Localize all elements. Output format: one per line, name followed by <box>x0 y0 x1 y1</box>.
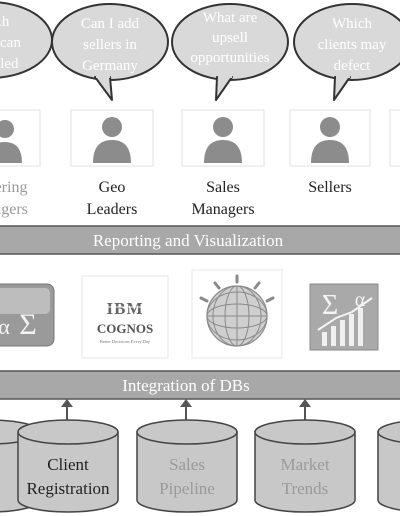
cognos-logo-text: COGNOS <box>97 321 153 336</box>
bubble-line: ...s can <box>0 35 21 51</box>
speech-bubble-3: What are upsell opportunities <box>171 3 289 101</box>
svg-text:Σ: Σ <box>322 290 338 321</box>
database-label: Pipeline <box>159 479 215 498</box>
database-cylinder-4: Market Trends <box>254 419 356 513</box>
database-cylinder-2: Client Registration <box>17 419 119 513</box>
bubble-line: defect <box>334 58 371 74</box>
bubble-line: What are <box>203 10 258 26</box>
bubble-line: ...dled <box>0 56 19 72</box>
up-arrow <box>299 399 311 420</box>
database-label: Market <box>280 455 329 474</box>
sigma-alpha-icon: Σ α <box>0 283 55 347</box>
person-icon <box>311 117 349 163</box>
database-label: Client <box>47 455 89 474</box>
reporting-bar: Reporting and Visualization <box>0 225 400 255</box>
databases: Client Registration Sales Pipeline Marke… <box>0 419 400 513</box>
up-arrow <box>61 399 73 420</box>
speech-bubble-2: Can I add sellers in Germany <box>51 3 169 101</box>
database-label: Registration <box>26 479 110 498</box>
tool-logos: Σ α IBM COGNOS Better Decisions Every Da… <box>0 269 379 359</box>
globe-wireframe-icon <box>191 269 283 359</box>
user-role-label: Geo <box>99 179 126 196</box>
database-label: Trends <box>282 479 329 498</box>
question-bubbles: ...h ...s can ...dled Can I add sellers … <box>0 1 400 101</box>
user-box-1 <box>0 109 41 167</box>
bubble-line: Which <box>332 16 372 32</box>
up-arrow <box>180 399 192 420</box>
person-icon <box>0 120 22 163</box>
svg-text:α: α <box>0 314 10 339</box>
bubble-line: Germany <box>82 58 138 74</box>
user-role-label: Sales <box>206 179 240 196</box>
person-icon <box>204 117 242 163</box>
user-box-4 <box>289 109 371 167</box>
user-role-label: ...agers <box>0 201 28 218</box>
database-cylinder-3: Sales Pipeline <box>136 419 238 513</box>
user-role-label: Managers <box>191 201 254 218</box>
svg-text:α: α <box>355 289 366 311</box>
user-role-label: ...ering <box>0 179 27 196</box>
speech-bubble-1: ...h ...s can ...dled <box>0 1 53 79</box>
bubble-line: clients may <box>318 37 387 53</box>
bubble-line: opportunities <box>190 50 269 66</box>
ibm-cognos-logo: IBM COGNOS Better Decisions Every Day <box>81 275 169 359</box>
database-label: Sales <box>169 455 205 474</box>
bubble-line: sellers in <box>83 37 137 53</box>
integration-bar: Integration of DBs <box>0 370 400 400</box>
integration-bar-label: Integration of DBs <box>122 376 249 395</box>
sigma-alpha-chart-icon: Σ α <box>309 283 379 351</box>
bubble-line: Can I add <box>81 16 140 32</box>
user-roles: ...ering ...agers Geo Leaders Sales Mana… <box>0 109 400 218</box>
user-box-2 <box>70 109 154 167</box>
bubble-line: upsell <box>212 30 248 46</box>
person-icon <box>93 117 131 163</box>
user-box-3 <box>181 109 265 167</box>
user-role-label: Leaders <box>87 201 138 218</box>
user-box-5 <box>389 109 400 167</box>
cognos-tagline: Better Decisions Every Day <box>100 339 151 344</box>
svg-text:Σ: Σ <box>19 308 36 341</box>
speech-bubble-4: Which clients may defect <box>293 3 400 101</box>
bubble-line: ...h <box>0 14 10 30</box>
reporting-bar-label: Reporting and Visualization <box>93 231 284 250</box>
ibm-logo-text: IBM <box>107 299 144 318</box>
user-role-label: Sellers <box>308 179 352 196</box>
database-cylinder-5 <box>377 421 400 511</box>
connector-arrows <box>61 399 311 420</box>
